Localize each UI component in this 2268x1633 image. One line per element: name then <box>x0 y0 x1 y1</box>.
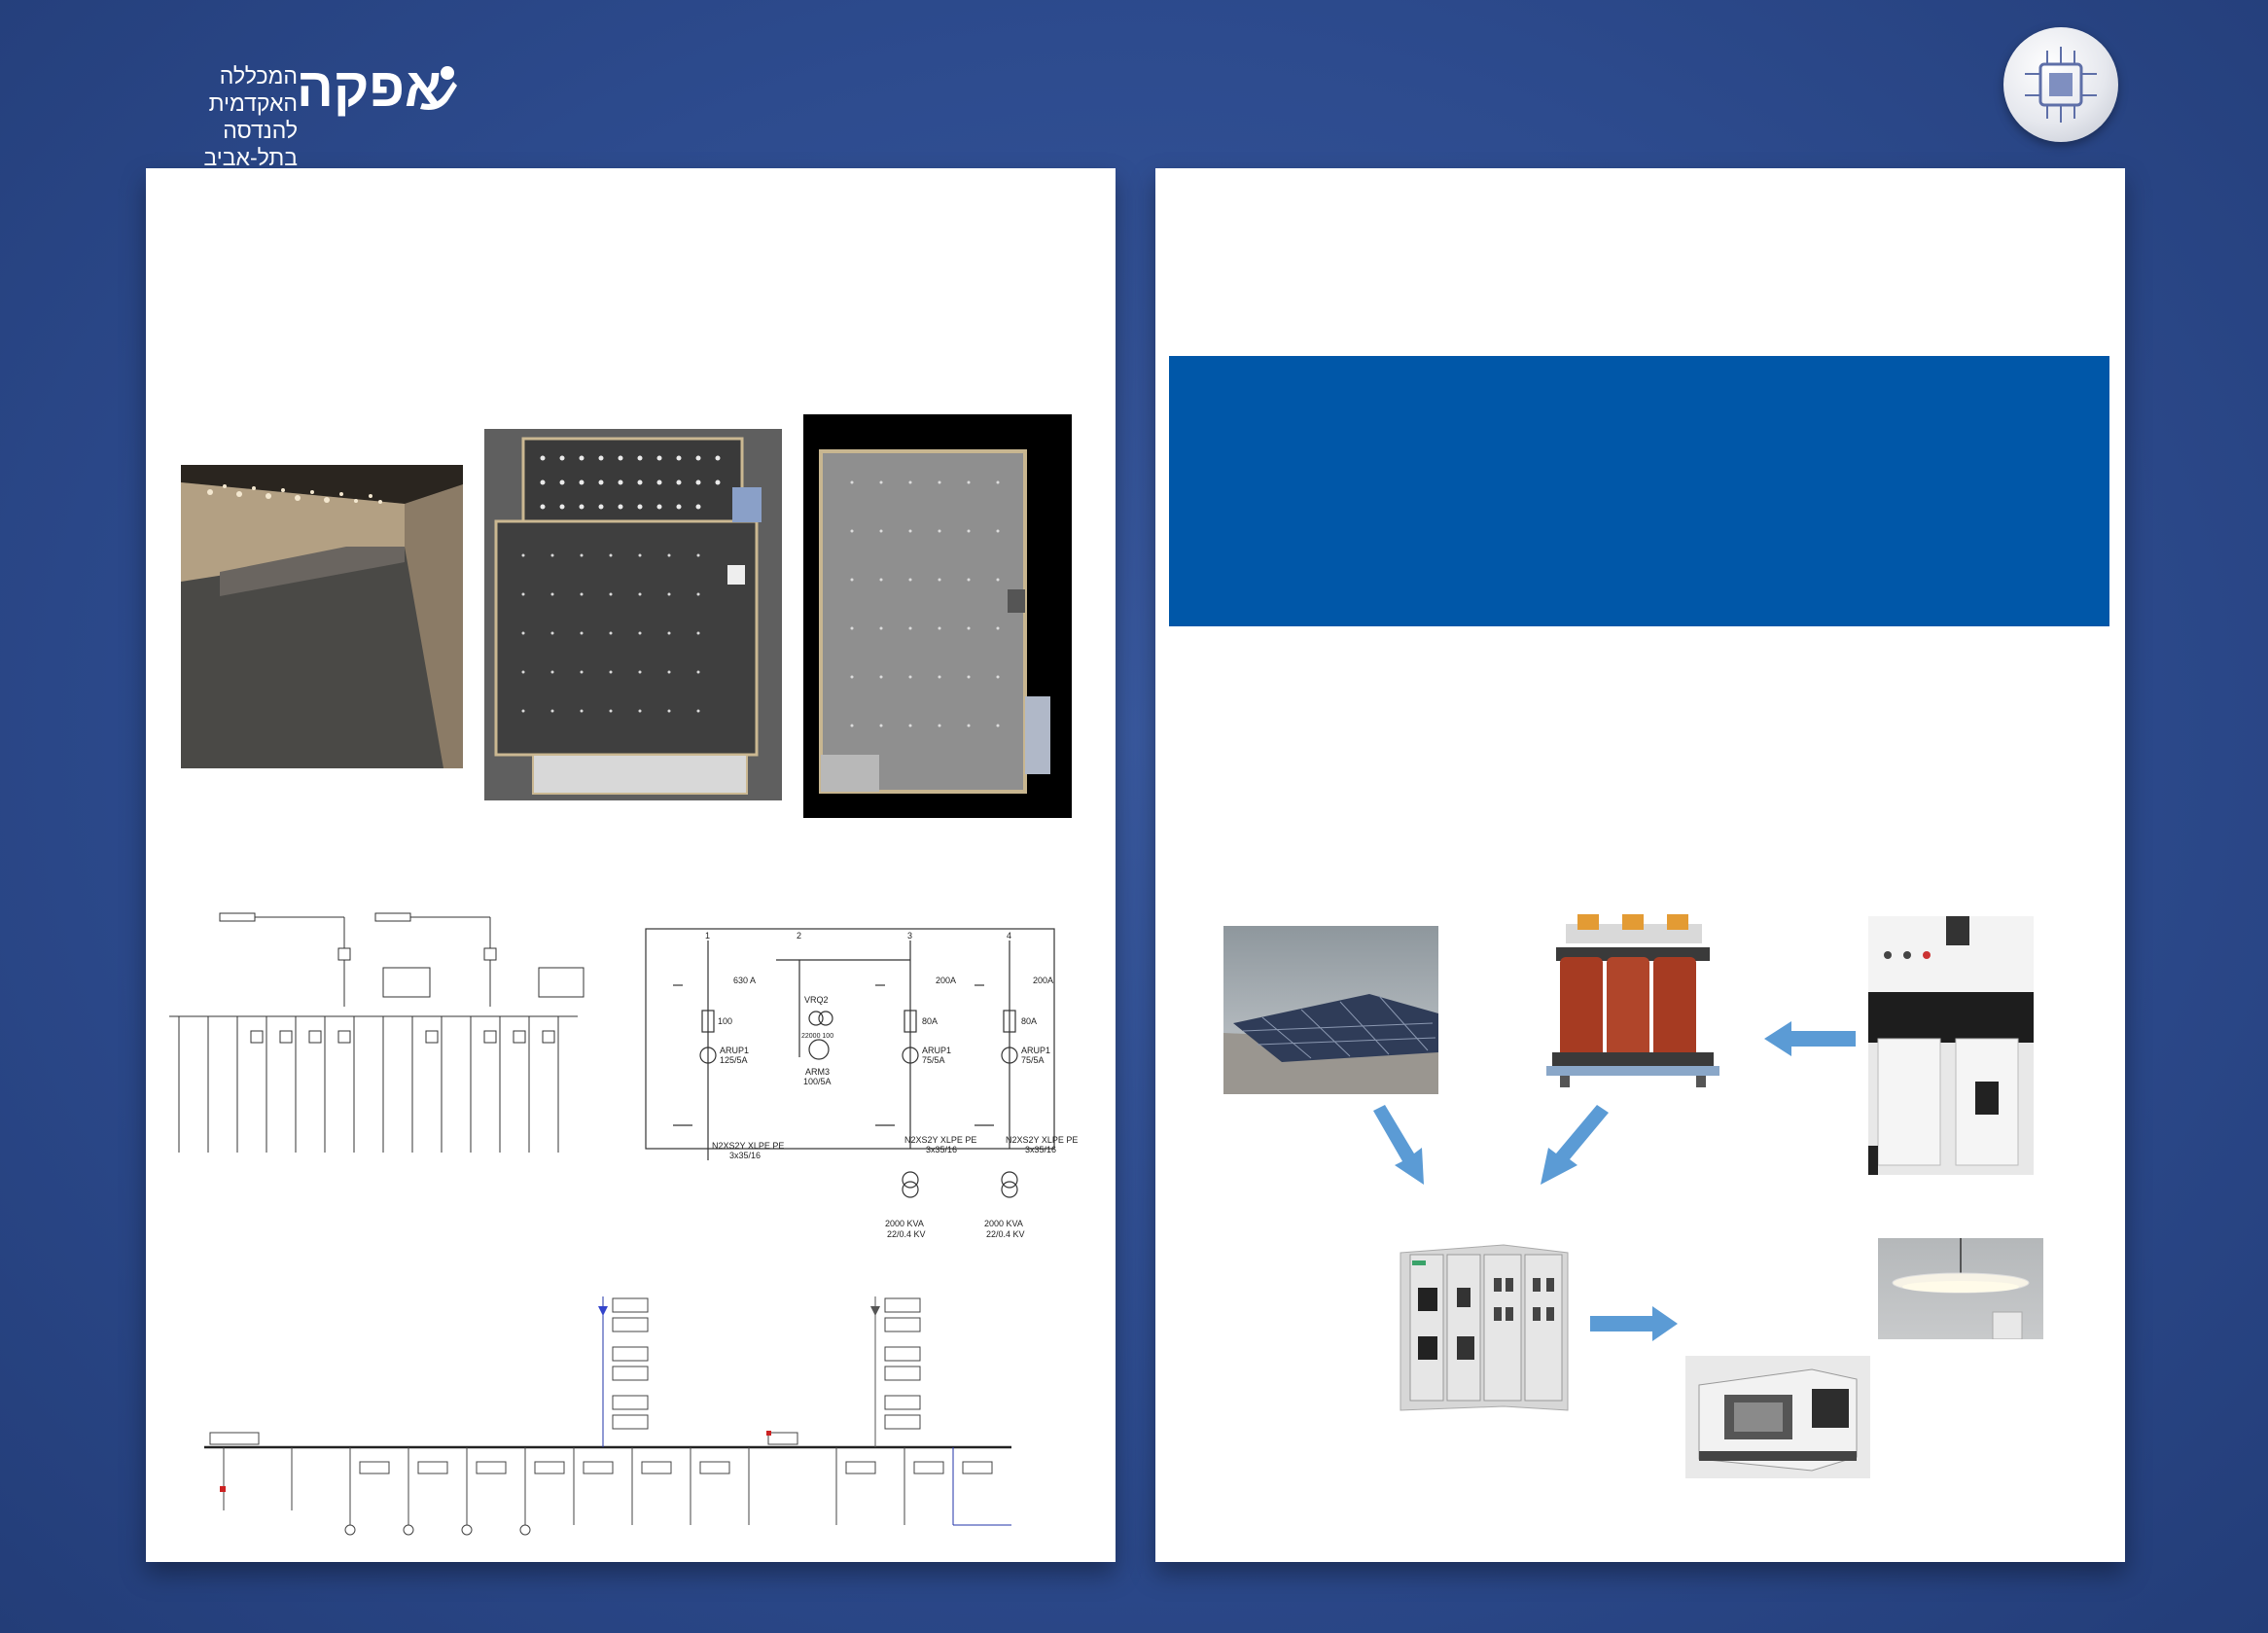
medium-voltage-single-line-diagram: 1 2 3 4 630 A 200A 200A VRQ2 22000 100 1… <box>644 927 1081 1160</box>
col-1-label: 1 <box>705 931 710 941</box>
relay-4-ct-label: 75/5A <box>1021 1055 1045 1065</box>
interior-perspective-render <box>181 465 463 768</box>
cable-1-size-label: 3x35/16 <box>729 1151 761 1160</box>
cable-3-size-label: 3x35/16 <box>926 1145 957 1154</box>
fuse-3-label: 80A <box>922 1016 938 1026</box>
switchgear-cabinet-photo <box>1868 916 2034 1175</box>
transformer-symbols: 2000 KVA 22/0.4 KV 2000 KVA 22/0.4 KV <box>866 1160 1041 1250</box>
tx-2-rating: 2000 KVA <box>984 1219 1023 1228</box>
col-3-label: 3 <box>907 931 912 941</box>
cnc-machine-photo <box>1685 1356 1870 1478</box>
arrow-down-left-icon <box>1541 1105 1609 1185</box>
logo-line1: המכללה האקדמית <box>208 63 298 116</box>
relay-3-label: ARUP1 <box>922 1046 951 1055</box>
college-logo: המכללה האקדמית להנדסה בתל-אביב אפקה <box>136 56 467 170</box>
logo-tagline: המכללה האקדמית להנדסה בתל-אביב <box>142 62 298 171</box>
breaker-3-label: 200A <box>936 976 956 985</box>
relay-1-label: ARUP1 <box>720 1046 749 1055</box>
ratio-center-label: 22000 100 <box>801 1033 833 1040</box>
cable-4-label: N2XS2Y XLPE PE <box>1006 1135 1078 1145</box>
left-poster-panel: 1 2 3 4 630 A 200A 200A VRQ2 22000 100 1… <box>146 168 1116 1562</box>
cable-4-size-label: 3x35/16 <box>1025 1145 1056 1154</box>
arrow-down-right-icon <box>1373 1105 1424 1185</box>
meter-center-label: VRQ2 <box>804 995 829 1005</box>
fuse-1-label: 100 <box>718 1016 732 1026</box>
right-poster-panel <box>1155 168 2125 1562</box>
low-voltage-single-line-diagram <box>169 909 743 1182</box>
ceiling-layout-render-1 <box>484 429 782 800</box>
tx-1-voltage: 22/0.4 KV <box>887 1229 926 1239</box>
relay-4-label: ARUP1 <box>1021 1046 1050 1055</box>
transformer-photo <box>1546 914 1719 1089</box>
col-4-label: 4 <box>1007 931 1011 941</box>
arm-label: ARM3 <box>805 1067 830 1077</box>
tx-1-rating: 2000 KVA <box>885 1219 924 1228</box>
title-banner <box>1169 356 2109 626</box>
distribution-board-photo <box>1387 1239 1572 1414</box>
tx-2-voltage: 22/0.4 KV <box>986 1229 1025 1239</box>
cable-1-label: N2XS2Y XLPE PE <box>712 1141 784 1151</box>
col-2-label: 2 <box>797 931 801 941</box>
breaker-1-label: 630 A <box>733 976 756 985</box>
arm-ct-label: 100/5A <box>803 1077 832 1086</box>
ceiling-layout-render-2 <box>803 414 1072 818</box>
relay-3-ct-label: 75/5A <box>922 1055 945 1065</box>
relay-1-ct-label: 125/5A <box>720 1055 748 1065</box>
distribution-single-line-diagram <box>204 1287 1060 1549</box>
breaker-4-label: 200A <box>1033 976 1053 985</box>
chip-badge-icon <box>2003 27 2118 142</box>
solar-panels-photo <box>1223 926 1438 1094</box>
logo-name: אפקה <box>297 56 443 118</box>
arrow-right-icon <box>1590 1306 1678 1341</box>
led-ceiling-light-photo <box>1878 1238 2043 1340</box>
logo-mark-icon <box>420 66 457 110</box>
cable-3-label: N2XS2Y XLPE PE <box>904 1135 976 1145</box>
logo-line2: להנדסה בתל-אביב <box>203 118 298 170</box>
fuse-4-label: 80A <box>1021 1016 1037 1026</box>
arrow-left-icon <box>1764 1021 1856 1056</box>
